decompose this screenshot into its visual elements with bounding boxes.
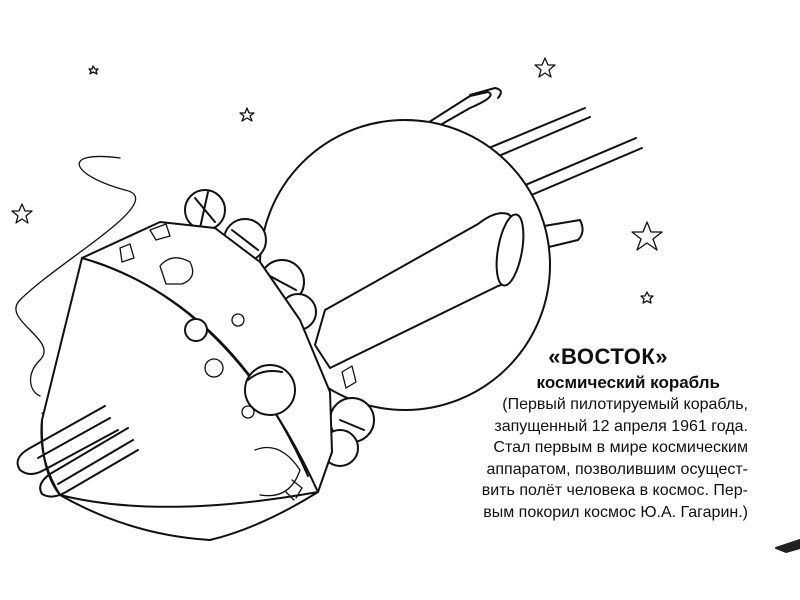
star-icon: [534, 57, 556, 78]
instrument-module-cone: [40, 221, 333, 541]
description-line: Стал первым в мире космическим: [493, 439, 748, 456]
description-line: вым покорил космос Ю.А. Гагарин.): [483, 503, 748, 521]
description-line: (Первый пилотируемый корабль,: [502, 396, 748, 413]
star-icon: [239, 107, 255, 122]
spacecraft-subtitle: космический корабль: [536, 373, 720, 392]
description-line: аппаратом, позволившим осущест-: [486, 460, 748, 478]
corner-mark: [775, 539, 800, 553]
trail-line: [15, 155, 137, 397]
star-icon: [631, 221, 663, 251]
star-icon: [640, 291, 654, 304]
spacecraft-description: (Первый пилотируемый корабль, запущенный…: [418, 394, 748, 523]
front-loop-antennas: [16, 405, 139, 498]
service-spheres: [184, 189, 375, 467]
description-line: запущенный 12 апреля 1961 года.: [494, 417, 748, 435]
star-icon: [11, 203, 33, 224]
spacecraft-title: «ВОСТОК»: [548, 344, 668, 369]
description-line: вить полёт человека в космос. Пер-: [481, 482, 748, 499]
star-icon: [88, 65, 99, 75]
small-hatch: [341, 365, 357, 389]
caption-block: «ВОСТОК» космический корабль (Первый пил…: [418, 342, 748, 523]
